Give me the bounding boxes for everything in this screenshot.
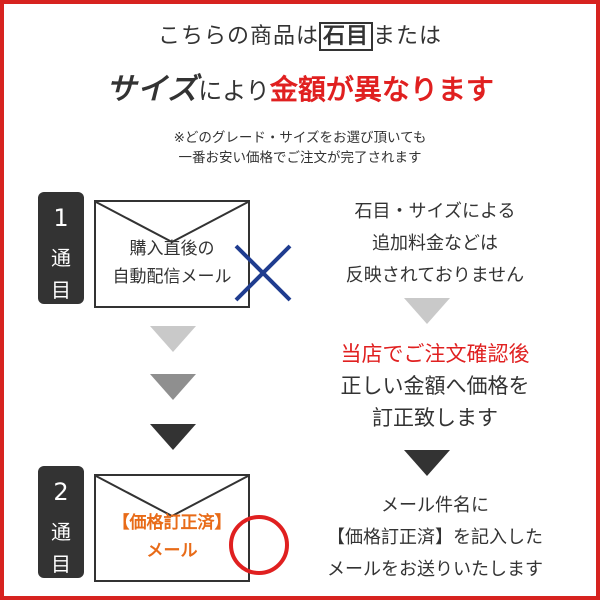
right-paragraph2: 当店でご注文確認後 正しい金額へ価格を 訂正致します: [290, 338, 580, 434]
note-line1: ※どのグレード・サイズをお選び頂いても: [173, 130, 427, 146]
step1-email-line2: 自動配信メール: [112, 267, 232, 287]
step2-envelope: 【価格訂正済】 メール: [94, 474, 250, 582]
right-paragraph1: 石目・サイズによる 追加料金などは 反映されておりません: [300, 196, 570, 292]
right-p3-line3: メールをお送りいたします: [327, 559, 543, 580]
arrow-down-icon: [404, 298, 450, 324]
step2-email-line1: 【価格訂正済】: [112, 513, 232, 533]
arrow-down-icon: [150, 374, 196, 400]
right-p2-line3: 訂正致します: [372, 406, 498, 430]
step2-badge: 2 通 目: [38, 466, 84, 578]
price-differs-label: 金額が異なります: [269, 73, 494, 106]
right-p1-line3: 反映されておりません: [345, 265, 525, 286]
step1-envelope: 購入直後の 自動配信メール: [94, 200, 250, 308]
header-line1-prefix: こちらの商品は: [157, 24, 319, 49]
step2-kanji2: 目: [51, 552, 71, 576]
right-p3-line2: 【価格訂正済】を記入した: [327, 527, 543, 548]
step2-number: 2: [53, 478, 69, 506]
arrow-down-icon: [404, 450, 450, 476]
header-line1-suffix: または: [373, 24, 443, 49]
step1-kanji2: 目: [51, 278, 71, 302]
arrow-down-icon: [150, 424, 196, 450]
header-line2-mid: により: [198, 77, 270, 105]
size-label: サイズ: [106, 72, 199, 107]
arrow-down-icon: [150, 326, 196, 352]
right-p1-line2: 追加料金などは: [372, 233, 498, 254]
header-line1: こちらの商品は石目または: [4, 18, 596, 52]
cross-icon: [234, 244, 292, 302]
step1-badge: 1 通 目: [38, 192, 84, 304]
right-paragraph3: メール件名に 【価格訂正済】を記入した メールをお送りいたします: [290, 490, 580, 586]
step1-number: 1: [53, 204, 69, 232]
step1-kanji1: 通: [51, 246, 71, 270]
envelope-icon: [96, 202, 248, 244]
right-p3-line1: メール件名に: [381, 495, 489, 516]
note-line2: 一番お安い価格でご注文が完了されます: [178, 150, 422, 166]
right-p2-line1: 当店でご注文確認後: [340, 342, 530, 366]
step2-email-line2: メール: [146, 541, 198, 561]
header-line2: サイズにより金額が異なります: [4, 64, 596, 108]
right-p2-line2: 正しい金額へ価格を: [340, 374, 530, 398]
right-p1-line1: 石目・サイズによる: [354, 201, 516, 222]
step2-kanji1: 通: [51, 520, 71, 544]
step1-email-line1: 購入直後の: [129, 239, 215, 259]
circle-icon: [229, 515, 289, 575]
envelope-icon: [96, 476, 248, 518]
stone-label-box: 石目: [318, 22, 373, 52]
